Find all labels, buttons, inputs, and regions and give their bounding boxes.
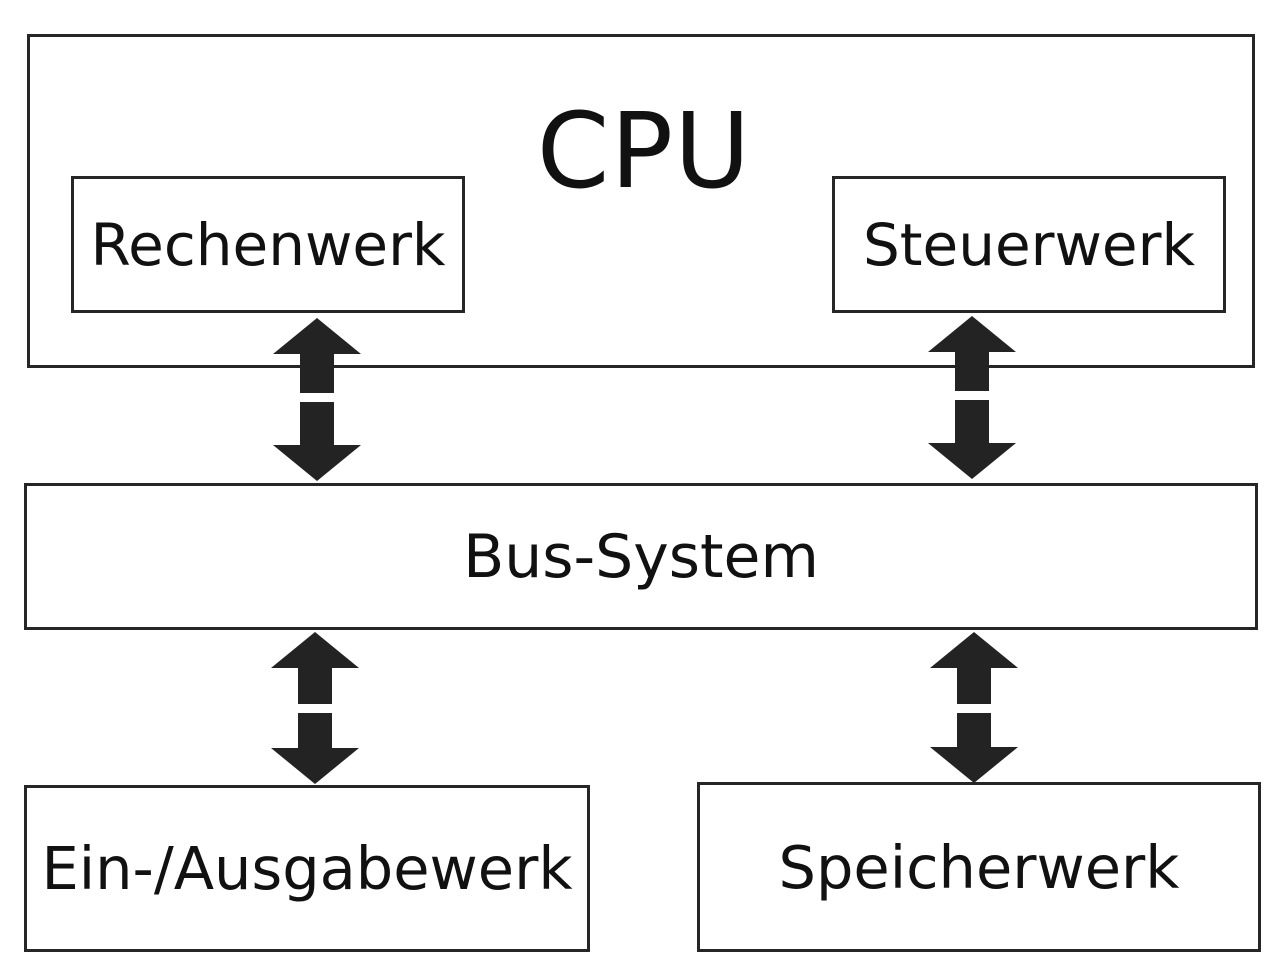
alu-label: Rechenwerk <box>90 210 446 279</box>
memory-unit-label: Speicherwerk <box>778 832 1180 902</box>
arrow-up-head <box>930 632 1018 704</box>
memory-unit-box: Speicherwerk <box>697 782 1261 952</box>
io-unit-label: Ein-/Ausgabewerk <box>41 834 573 903</box>
bus-io-arrow-icon <box>271 632 359 784</box>
io-unit-box: Ein-/Ausgabewerk <box>24 785 590 952</box>
cpu-title: CPU <box>536 90 752 212</box>
arrow-down-head <box>930 713 1018 783</box>
alu-box: Rechenwerk <box>71 176 465 313</box>
arrow-down-head <box>273 402 361 481</box>
bus-system-label: Bus-System <box>463 521 819 592</box>
bus-memory-arrow-icon <box>930 632 1018 783</box>
arrow-down-head <box>271 713 359 784</box>
arrow-up-head <box>271 632 359 704</box>
arrow-down-head <box>928 400 1016 479</box>
control-unit-box: Steuerwerk <box>832 176 1226 313</box>
bus-system-box: Bus-System <box>24 483 1258 630</box>
control-unit-label: Steuerwerk <box>862 210 1196 279</box>
